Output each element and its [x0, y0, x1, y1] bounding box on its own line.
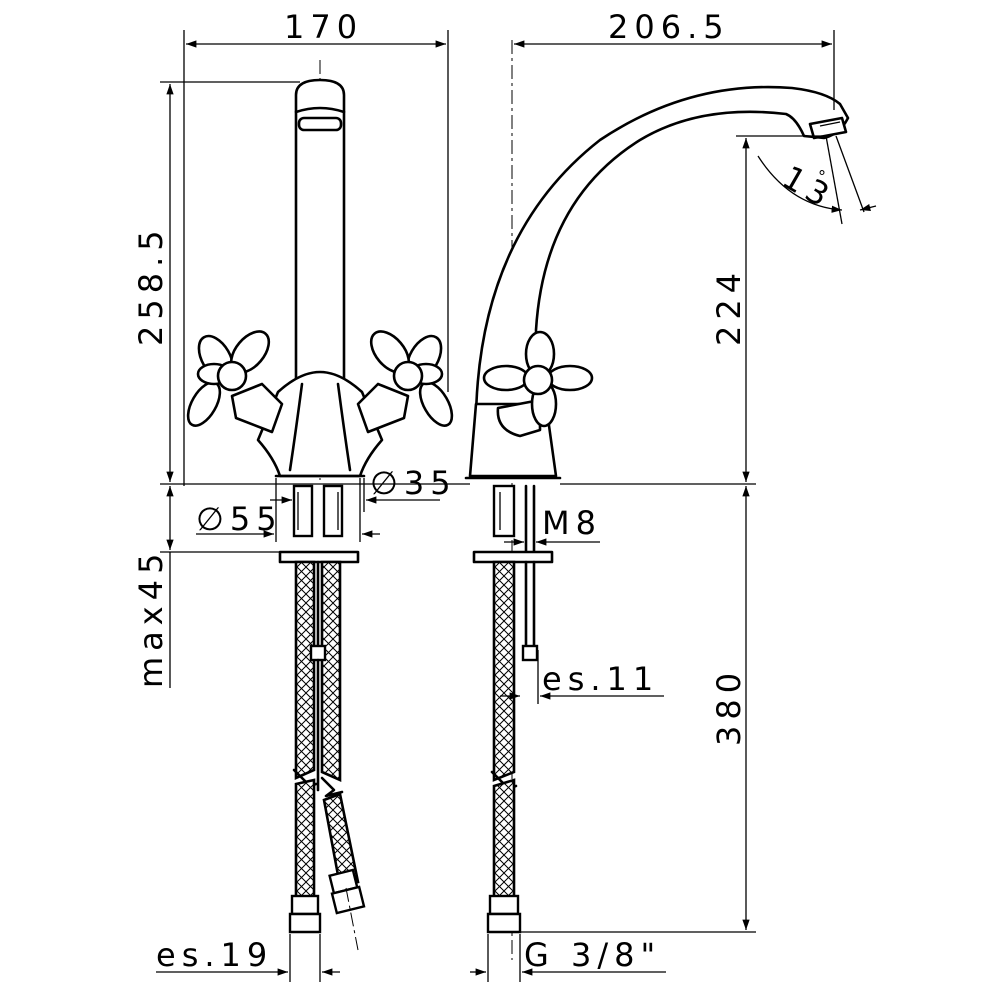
dim-label-diameter-55: ∅55: [196, 500, 283, 538]
dim-label-g38: G 3/8": [524, 936, 661, 974]
dimension-labels: 170 206.5 258.5 224 380 13 ° ∅35 ∅55 max…: [132, 8, 841, 974]
dim-label-max45: max45: [132, 548, 170, 688]
dim-label-es19: es.19: [156, 936, 273, 974]
front-hose-bent: [322, 792, 360, 888]
dim-label-224: 224: [710, 267, 748, 346]
left-cross-handle: [186, 330, 271, 427]
aerator: [297, 116, 343, 132]
degree-symbol: °: [818, 167, 826, 186]
dimension-lines: [156, 30, 877, 982]
side-cross-handle: [482, 330, 594, 438]
front-hose-left: [294, 560, 316, 781]
dim-label-es11: es.11: [542, 660, 659, 698]
right-cross-handle: [369, 330, 454, 427]
side-hose-nut: [488, 894, 520, 916]
dim-label-diameter-35: ∅35: [370, 464, 457, 502]
front-view: [186, 60, 454, 951]
front-hose-nut-left: [290, 894, 320, 916]
dim-label-m8: M8: [542, 504, 602, 542]
front-washer-plate: [278, 550, 360, 564]
front-spout-column: [294, 78, 346, 382]
side-hose: [492, 560, 516, 782]
side-washer-plate: [472, 550, 554, 564]
dim-label-206-5: 206.5: [608, 8, 730, 46]
dim-label-258-5: 258.5: [132, 224, 170, 346]
front-body: [256, 370, 384, 478]
dim-label-380: 380: [710, 667, 748, 746]
dim-label-170: 170: [284, 8, 363, 46]
front-hose-right: [320, 560, 342, 783]
